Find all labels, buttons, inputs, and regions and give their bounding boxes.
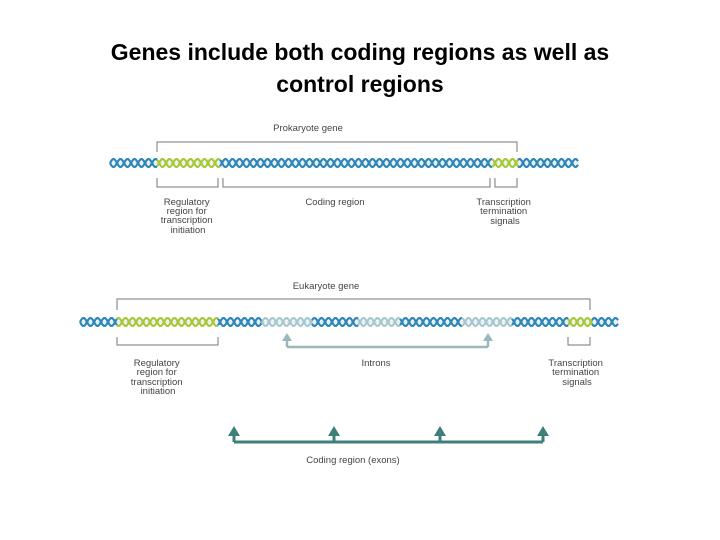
title-line-2: control regions: [276, 71, 444, 97]
prokaryote-strand-segment-2-strand-2: [156, 158, 221, 168]
prokaryote-dna-helix: [109, 158, 579, 168]
prokaryote-strand-segment-3-strand-2: [219, 158, 492, 168]
eukaryote-regulatory-bracket: [116, 337, 219, 346]
eukaryote-strand-segment-6-strand-1: [357, 317, 401, 327]
introns-label: Introns: [361, 358, 390, 369]
eukaryote-strand-segment-2-strand-1: [116, 317, 219, 327]
intron-arrows: [282, 333, 493, 349]
eukaryote-gene-bracket: [116, 298, 591, 310]
eukaryote-strand-segment-3-strand-2: [217, 317, 263, 327]
eukaryote-termination-bracket: [567, 337, 591, 346]
prokaryote-regulatory-label: Regulatory region for transcription init…: [161, 197, 215, 236]
eukaryote-dna-helix: [79, 317, 619, 327]
prokaryote-strand-segment-1-strand-1: [109, 158, 158, 168]
prokaryote-gene-label: Prokaryote gene: [273, 123, 343, 134]
eukaryote-strand-segment-1-strand-1: [79, 317, 118, 327]
eukaryote-section: Eukaryote gene Regulatory region for tra…: [79, 281, 619, 466]
eukaryote-strand-segment-2-strand-2: [116, 317, 219, 327]
eukaryote-strand-segment-7-strand-1: [399, 317, 462, 327]
eukaryote-strand-segment-10-strand-2: [567, 317, 593, 327]
exon-arrows: [228, 426, 549, 444]
intron-arrow-left-head: [282, 333, 292, 341]
prokaryote-gene-bracket: [156, 141, 518, 152]
prokaryote-strand-segment-4-strand-1: [491, 158, 519, 168]
eukaryote-strand-segment-8-strand-1: [461, 317, 513, 327]
prokaryote-strand-segment-1-strand-2: [109, 158, 158, 168]
prokaryote-strand-segment-3-strand-1: [219, 158, 492, 168]
exon-arrow-4-head: [537, 426, 549, 436]
eukaryote-regulatory-label: Regulatory region for transcription init…: [131, 358, 185, 397]
eukaryote-strand-segment-5-strand-2: [311, 317, 359, 327]
slide-title: Genes include both coding regions as wel…: [40, 36, 680, 100]
eukaryote-strand-segment-6-strand-2: [357, 317, 401, 327]
exon-arrow-3-head: [434, 426, 446, 436]
title-line-1: Genes include both coding regions as wel…: [110, 39, 610, 65]
eukaryote-termination-label: Transcription termination signals: [548, 358, 605, 388]
eukaryote-strand-segment-8-strand-2: [461, 317, 513, 327]
prokaryote-section: Prokaryote gene Regulatory region for tr…: [109, 123, 579, 236]
prokaryote-termination-label: Transcription termination signals: [476, 197, 533, 227]
exon-arrow-2-head: [328, 426, 340, 436]
eukaryote-strand-segment-4-strand-2: [261, 317, 313, 327]
prokaryote-termination-bracket: [494, 178, 518, 188]
eukaryote-strand-segment-10-strand-1: [567, 317, 593, 327]
prokaryote-regulatory-bracket: [156, 178, 219, 188]
prokaryote-strand-segment-4-strand-2: [491, 158, 519, 168]
eukaryote-strand-segment-11-strand-2: [591, 317, 619, 327]
eukaryote-strand-segment-9-strand-2: [511, 317, 569, 327]
eukaryote-strand-segment-7-strand-2: [399, 317, 462, 327]
prokaryote-strand-segment-2-strand-1: [156, 158, 221, 168]
prokaryote-coding-label: Coding region: [305, 197, 364, 208]
eukaryote-strand-segment-1-strand-2: [79, 317, 118, 327]
exon-arrow-1-head: [228, 426, 240, 436]
intron-arrow-right-head: [483, 333, 493, 341]
prokaryote-strand-segment-5-strand-2: [517, 158, 579, 168]
exons-label: Coding region (exons): [306, 455, 399, 466]
prokaryote-coding-bracket: [222, 178, 491, 188]
prokaryote-strand-segment-5-strand-1: [517, 158, 579, 168]
eukaryote-strand-segment-5-strand-1: [311, 317, 359, 327]
eukaryote-gene-label: Eukaryote gene: [293, 281, 360, 292]
